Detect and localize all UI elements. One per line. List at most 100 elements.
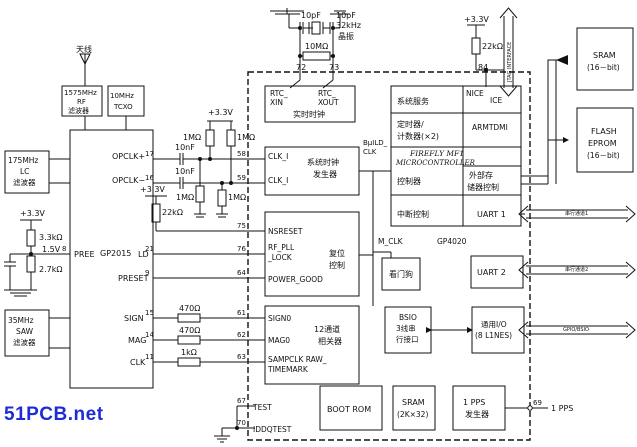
saw-filter-saw: SAW bbox=[16, 327, 34, 336]
rf-filter-freq: 1575MHz bbox=[64, 89, 97, 97]
clk-gen-2: 发生器 bbox=[313, 169, 337, 179]
pps-2: 发生器 bbox=[465, 409, 489, 419]
ext-sram bbox=[576, 27, 634, 91]
pin-73: 73 bbox=[329, 63, 339, 72]
gpio-bus bbox=[518, 321, 636, 339]
rtc-xout-2: XOUT bbox=[318, 98, 339, 107]
res-1m-b: 1MΩ bbox=[237, 133, 255, 142]
rtc-xin-1: RTC_ bbox=[270, 89, 288, 98]
clk-i-1: CLK_I bbox=[268, 152, 288, 161]
armtdmi: ARMTDMI bbox=[472, 123, 508, 132]
pin-17: 17 bbox=[145, 150, 154, 158]
correlator-block bbox=[264, 305, 360, 385]
gp2015-opclk-n: OPCLK− bbox=[112, 176, 145, 185]
sampclk: SAMPCLK RAW_ bbox=[268, 355, 327, 364]
pin-59: 59 bbox=[237, 174, 246, 182]
cap-10nf-2: 10nF bbox=[175, 167, 195, 176]
pps-1: 1 PPS bbox=[463, 398, 485, 407]
uart2: UART 2 bbox=[477, 268, 506, 277]
correlator-2: 相关器 bbox=[318, 336, 342, 346]
ext-mem-1: 外部存 bbox=[469, 170, 493, 180]
ext-flash bbox=[576, 107, 634, 173]
tcxo-box bbox=[107, 85, 145, 117]
correlator-1: 12通道 bbox=[314, 324, 340, 334]
rtc-xin-2: XIN bbox=[270, 98, 283, 107]
firefly-2: MICROCONTROLLER bbox=[395, 159, 476, 167]
bpll-clk-2: CLK bbox=[363, 148, 377, 156]
controller: 控制器 bbox=[397, 176, 421, 186]
gp2015-pree: PREE bbox=[74, 250, 95, 259]
test-label: TEST bbox=[252, 403, 272, 412]
nsreset: NSRESET bbox=[268, 227, 303, 236]
firefly-1: FIREFLY MF1 bbox=[409, 149, 464, 158]
uart1: UART 1 bbox=[477, 210, 506, 219]
reset-ctrl-1: 复位 bbox=[329, 248, 345, 258]
int-ctrl: 中断控制 bbox=[397, 209, 429, 219]
gp2015-opclk-p: OPCLK+ bbox=[112, 152, 145, 161]
vcc-22k: +3.3V bbox=[140, 185, 165, 194]
rtc-xout-1: RTC_ bbox=[318, 89, 336, 98]
bsio-2: 3线串 bbox=[396, 323, 416, 333]
antenna-label: 天线 bbox=[76, 44, 92, 54]
saw-filter-name: 滤波器 bbox=[13, 337, 36, 347]
pin-58: 58 bbox=[237, 150, 246, 158]
gp2015-chip bbox=[69, 129, 154, 389]
pin-15: 15 bbox=[145, 309, 154, 317]
gp4020-outline bbox=[247, 71, 531, 441]
jtag-label: JTAG INTERFACE bbox=[507, 42, 513, 83]
iddqtest-label: IDDQTEST bbox=[253, 425, 292, 434]
nice: NICE bbox=[466, 89, 484, 98]
res-1k: 1kΩ bbox=[181, 348, 197, 357]
gp2015-sign: SIGN bbox=[124, 314, 144, 323]
gpio-1: 通用I/O bbox=[481, 319, 507, 329]
gp2015-preset: PRESET bbox=[118, 274, 149, 283]
serial1-label: 串行通道1 bbox=[565, 210, 588, 217]
res-2k7: 2.7kΩ bbox=[39, 265, 62, 274]
pin-72: 72 bbox=[296, 63, 306, 72]
crystal-freq: 32kHz bbox=[336, 21, 361, 30]
lc-filter-name: 滤波器 bbox=[13, 177, 36, 187]
res-3k3: 3.3kΩ bbox=[39, 233, 62, 242]
vcc-ladder: +3.3V bbox=[208, 108, 233, 117]
res-470-sign: 470Ω bbox=[179, 304, 200, 313]
pin-21: 21 bbox=[145, 245, 154, 253]
mag0: MAG0 bbox=[268, 336, 290, 345]
pps-out-label: 1 PPS bbox=[551, 404, 573, 413]
res-22k: 22kΩ bbox=[162, 208, 183, 217]
gpio-bsio-label: GPIO/BSIO bbox=[563, 327, 589, 333]
jtag-pullup bbox=[467, 24, 504, 87]
sys-service: 系统服务 bbox=[397, 96, 429, 106]
pin-75: 75 bbox=[237, 222, 246, 230]
sram-int-block bbox=[392, 385, 436, 431]
cap-10pf-1: 10pF bbox=[301, 11, 321, 20]
gp2015-clk: CLK bbox=[130, 358, 146, 367]
pin-16: 16 bbox=[145, 174, 154, 182]
bpll-clk-1: BµILD_ bbox=[363, 139, 388, 147]
ice: ICE bbox=[490, 96, 502, 105]
pin-67: 67 bbox=[237, 397, 246, 405]
rf-filter-name: 滤波器 bbox=[68, 106, 89, 115]
res-1m-a: 1MΩ bbox=[183, 133, 201, 142]
gpio-2: (8 L1NES) bbox=[475, 331, 512, 340]
res-470-mag: 470Ω bbox=[179, 326, 200, 335]
lc-filter-box bbox=[4, 150, 50, 194]
cap-10pf-2: 10pF bbox=[336, 11, 356, 20]
timemark: TIMEMARK bbox=[267, 365, 309, 374]
volt-1v5: 1.5V bbox=[42, 245, 61, 254]
pin-70: 70 bbox=[237, 419, 246, 427]
sign0: SIGN0 bbox=[268, 314, 291, 323]
saw-filter-box bbox=[4, 309, 50, 357]
rtc-block bbox=[264, 85, 356, 123]
ext-sram-2: (16－bit) bbox=[587, 63, 620, 72]
timer-2: 计数器(×2) bbox=[397, 131, 439, 141]
bsio-1: BSIO bbox=[399, 313, 417, 322]
reset-ctrl-2: 控制 bbox=[329, 260, 345, 270]
crystal-network bbox=[270, 8, 350, 89]
pin-63: 63 bbox=[237, 353, 246, 361]
rf-pll-2: _LOCK bbox=[267, 253, 293, 262]
vcc-jtag: +3.3V bbox=[464, 15, 489, 24]
watchdog: 看门狗 bbox=[389, 269, 413, 279]
gp2015-name: GP2015 bbox=[100, 249, 131, 258]
boot-rom: BOOT ROM bbox=[327, 405, 371, 414]
